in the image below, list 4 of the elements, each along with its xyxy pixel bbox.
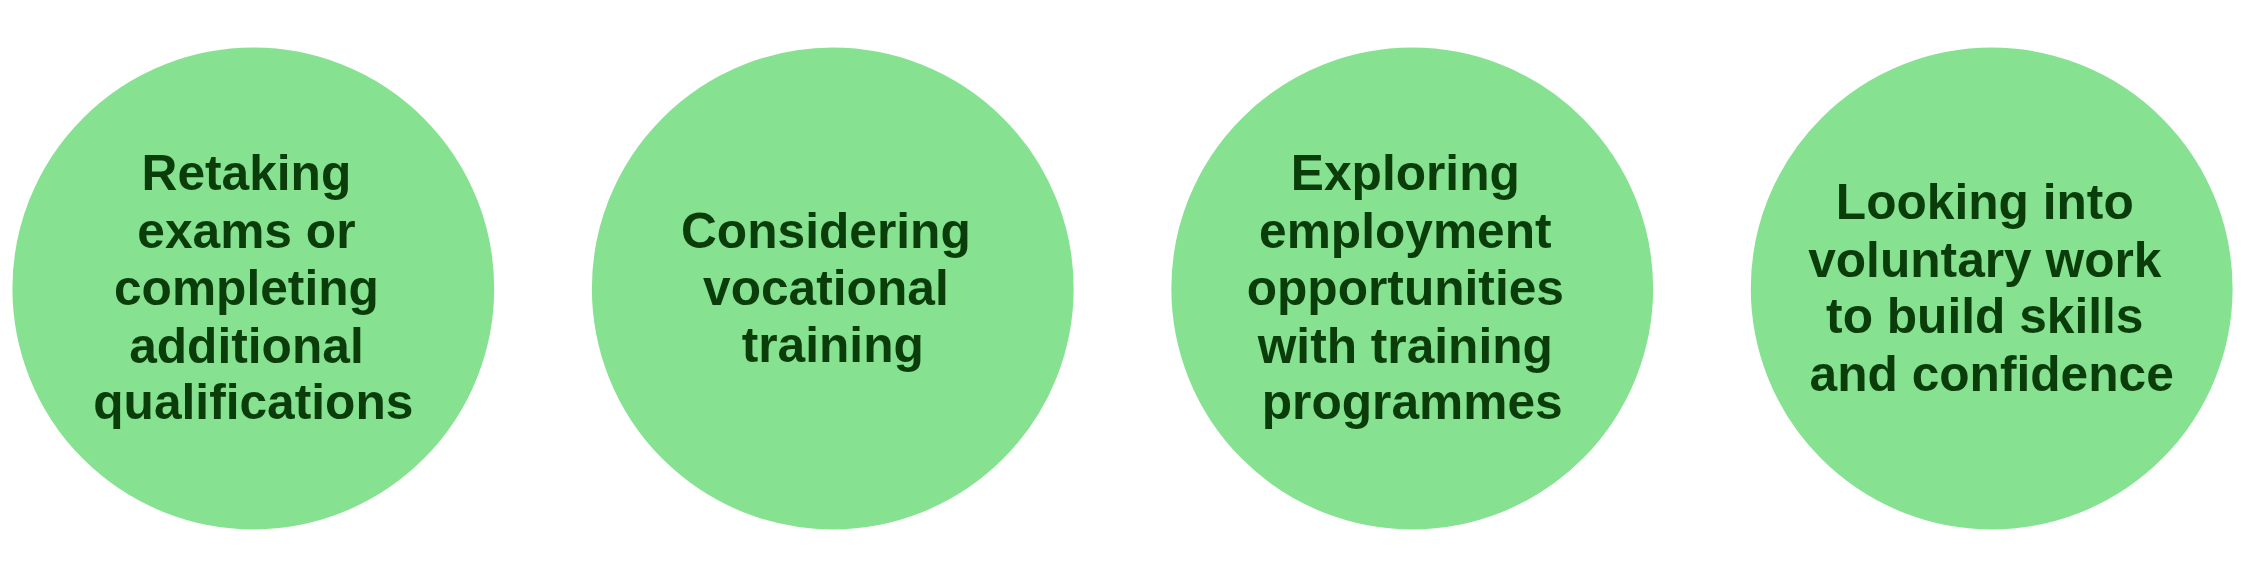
node-circle: Exploring employment opportunities with training programmes [1171, 47, 1654, 530]
node-circle: Considering vocational training [591, 47, 1074, 530]
node-circle: Looking into voluntary work to build skills and confidence [1750, 47, 2233, 530]
node-circle: Retaking exams or completing additional qualifications [12, 47, 495, 530]
